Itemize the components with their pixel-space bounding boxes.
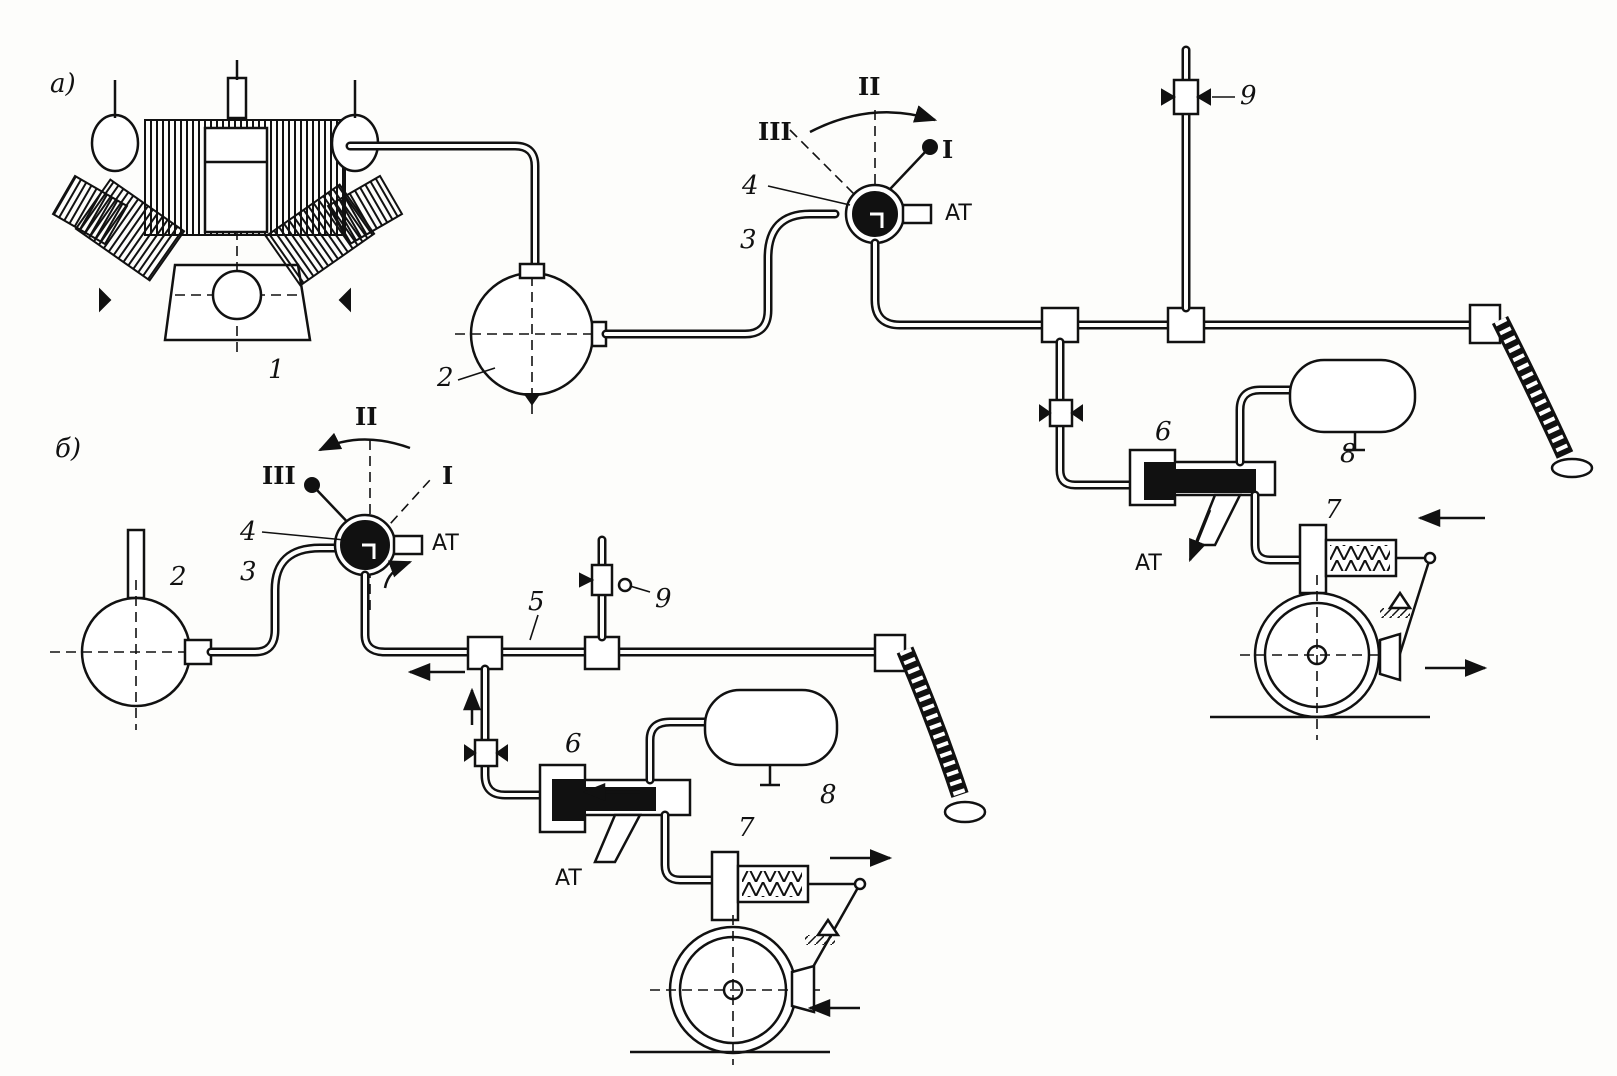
disconnect-valve-b bbox=[464, 738, 508, 768]
relay-valve-6-b bbox=[538, 763, 692, 864]
panel-a-label: а) bbox=[50, 69, 76, 99]
relay-valve-6-a bbox=[1128, 448, 1277, 547]
brake-chamber-number-b: 7 bbox=[738, 813, 755, 843]
atmosphere-a2: AT bbox=[1135, 551, 1162, 576]
hose-coupling-a bbox=[1468, 303, 1594, 479]
tap-number-a: 9 bbox=[1240, 81, 1257, 111]
reservoir-number-a: 8 bbox=[1340, 439, 1357, 469]
chamber-line-a bbox=[1250, 490, 1305, 565]
line-number-b: 5 bbox=[528, 587, 545, 617]
pipe-3-number: 3 bbox=[740, 225, 757, 255]
position-ii-a: II bbox=[858, 72, 880, 101]
tap-9-icon-b bbox=[579, 563, 651, 597]
panel-b-label: б) bbox=[55, 434, 81, 464]
hose-coupling-b bbox=[873, 633, 987, 824]
relay-valve-number-a: 6 bbox=[1155, 417, 1172, 447]
atmosphere-b1: AT bbox=[432, 531, 459, 556]
tap-number-b: 9 bbox=[655, 584, 672, 614]
reservoir-number-b: 8 bbox=[820, 780, 837, 810]
atmosphere-b2: AT bbox=[555, 866, 582, 891]
receiver-icon bbox=[455, 260, 610, 420]
compressor-number: 1 bbox=[268, 355, 285, 385]
position-i-b: I bbox=[442, 461, 453, 490]
receiver-icon-b bbox=[50, 528, 215, 730]
crane-valve-icon bbox=[789, 105, 938, 280]
branch-line-b bbox=[480, 664, 545, 800]
position-iii-b: III bbox=[262, 461, 296, 490]
tee-fitting-a bbox=[1040, 306, 1080, 344]
compressor-icon bbox=[51, 60, 404, 355]
tee-fitting-b2 bbox=[583, 635, 621, 671]
relay-valve-number-b: 6 bbox=[565, 729, 582, 759]
position-iii-a: III bbox=[758, 117, 792, 146]
panel-a: а) bbox=[50, 45, 1594, 740]
disconnect-valve-a bbox=[1039, 398, 1083, 428]
tap-9-icon bbox=[1161, 78, 1235, 116]
pipe-3 bbox=[601, 209, 840, 339]
reservoir-line-a bbox=[1235, 385, 1295, 467]
brake-chamber-b bbox=[710, 850, 867, 991]
air-reservoir-b bbox=[703, 688, 839, 787]
brake-chamber-a bbox=[1298, 523, 1437, 661]
brake-chamber-number-a: 7 bbox=[1325, 495, 1342, 525]
pipe-3-number-b: 3 bbox=[240, 557, 257, 587]
receiver-number-b: 2 bbox=[169, 562, 187, 592]
wheel-a bbox=[1210, 575, 1430, 740]
air-reservoir-a bbox=[1288, 358, 1417, 452]
chamber-line-b bbox=[660, 810, 717, 885]
position-ii-b: II bbox=[355, 402, 377, 431]
tee-fitting-b bbox=[466, 635, 504, 671]
atmosphere-a1: AT bbox=[945, 201, 972, 226]
crane-valve-icon-b bbox=[304, 432, 431, 610]
tee-fitting-a2 bbox=[1166, 306, 1206, 344]
panel-b: б) 2 3 II III I 4 bbox=[50, 402, 987, 1065]
receiver-number: 2 bbox=[436, 363, 454, 393]
valve-number-b: 4 bbox=[239, 517, 257, 547]
valve-number-a: 4 bbox=[741, 171, 759, 201]
position-i-a: I bbox=[942, 135, 953, 164]
wheel-b bbox=[630, 915, 830, 1065]
reservoir-line-b bbox=[645, 717, 710, 785]
